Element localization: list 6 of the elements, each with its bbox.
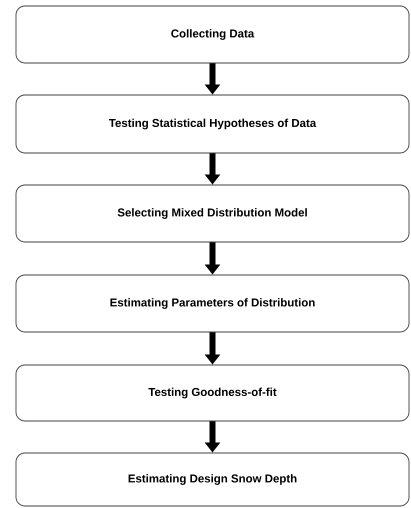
process-box: Estimating Design Snow Depth [16,452,410,506]
process-box: Estimating Parameters of Distribution [16,274,410,332]
process-box: Testing Goodness-of-fit [16,364,410,422]
process-box: Collecting Data [16,6,410,64]
process-box: Testing Statistical Hypotheses of Data [16,94,410,154]
process-box: Selecting Mixed Distribution Model [16,184,410,242]
